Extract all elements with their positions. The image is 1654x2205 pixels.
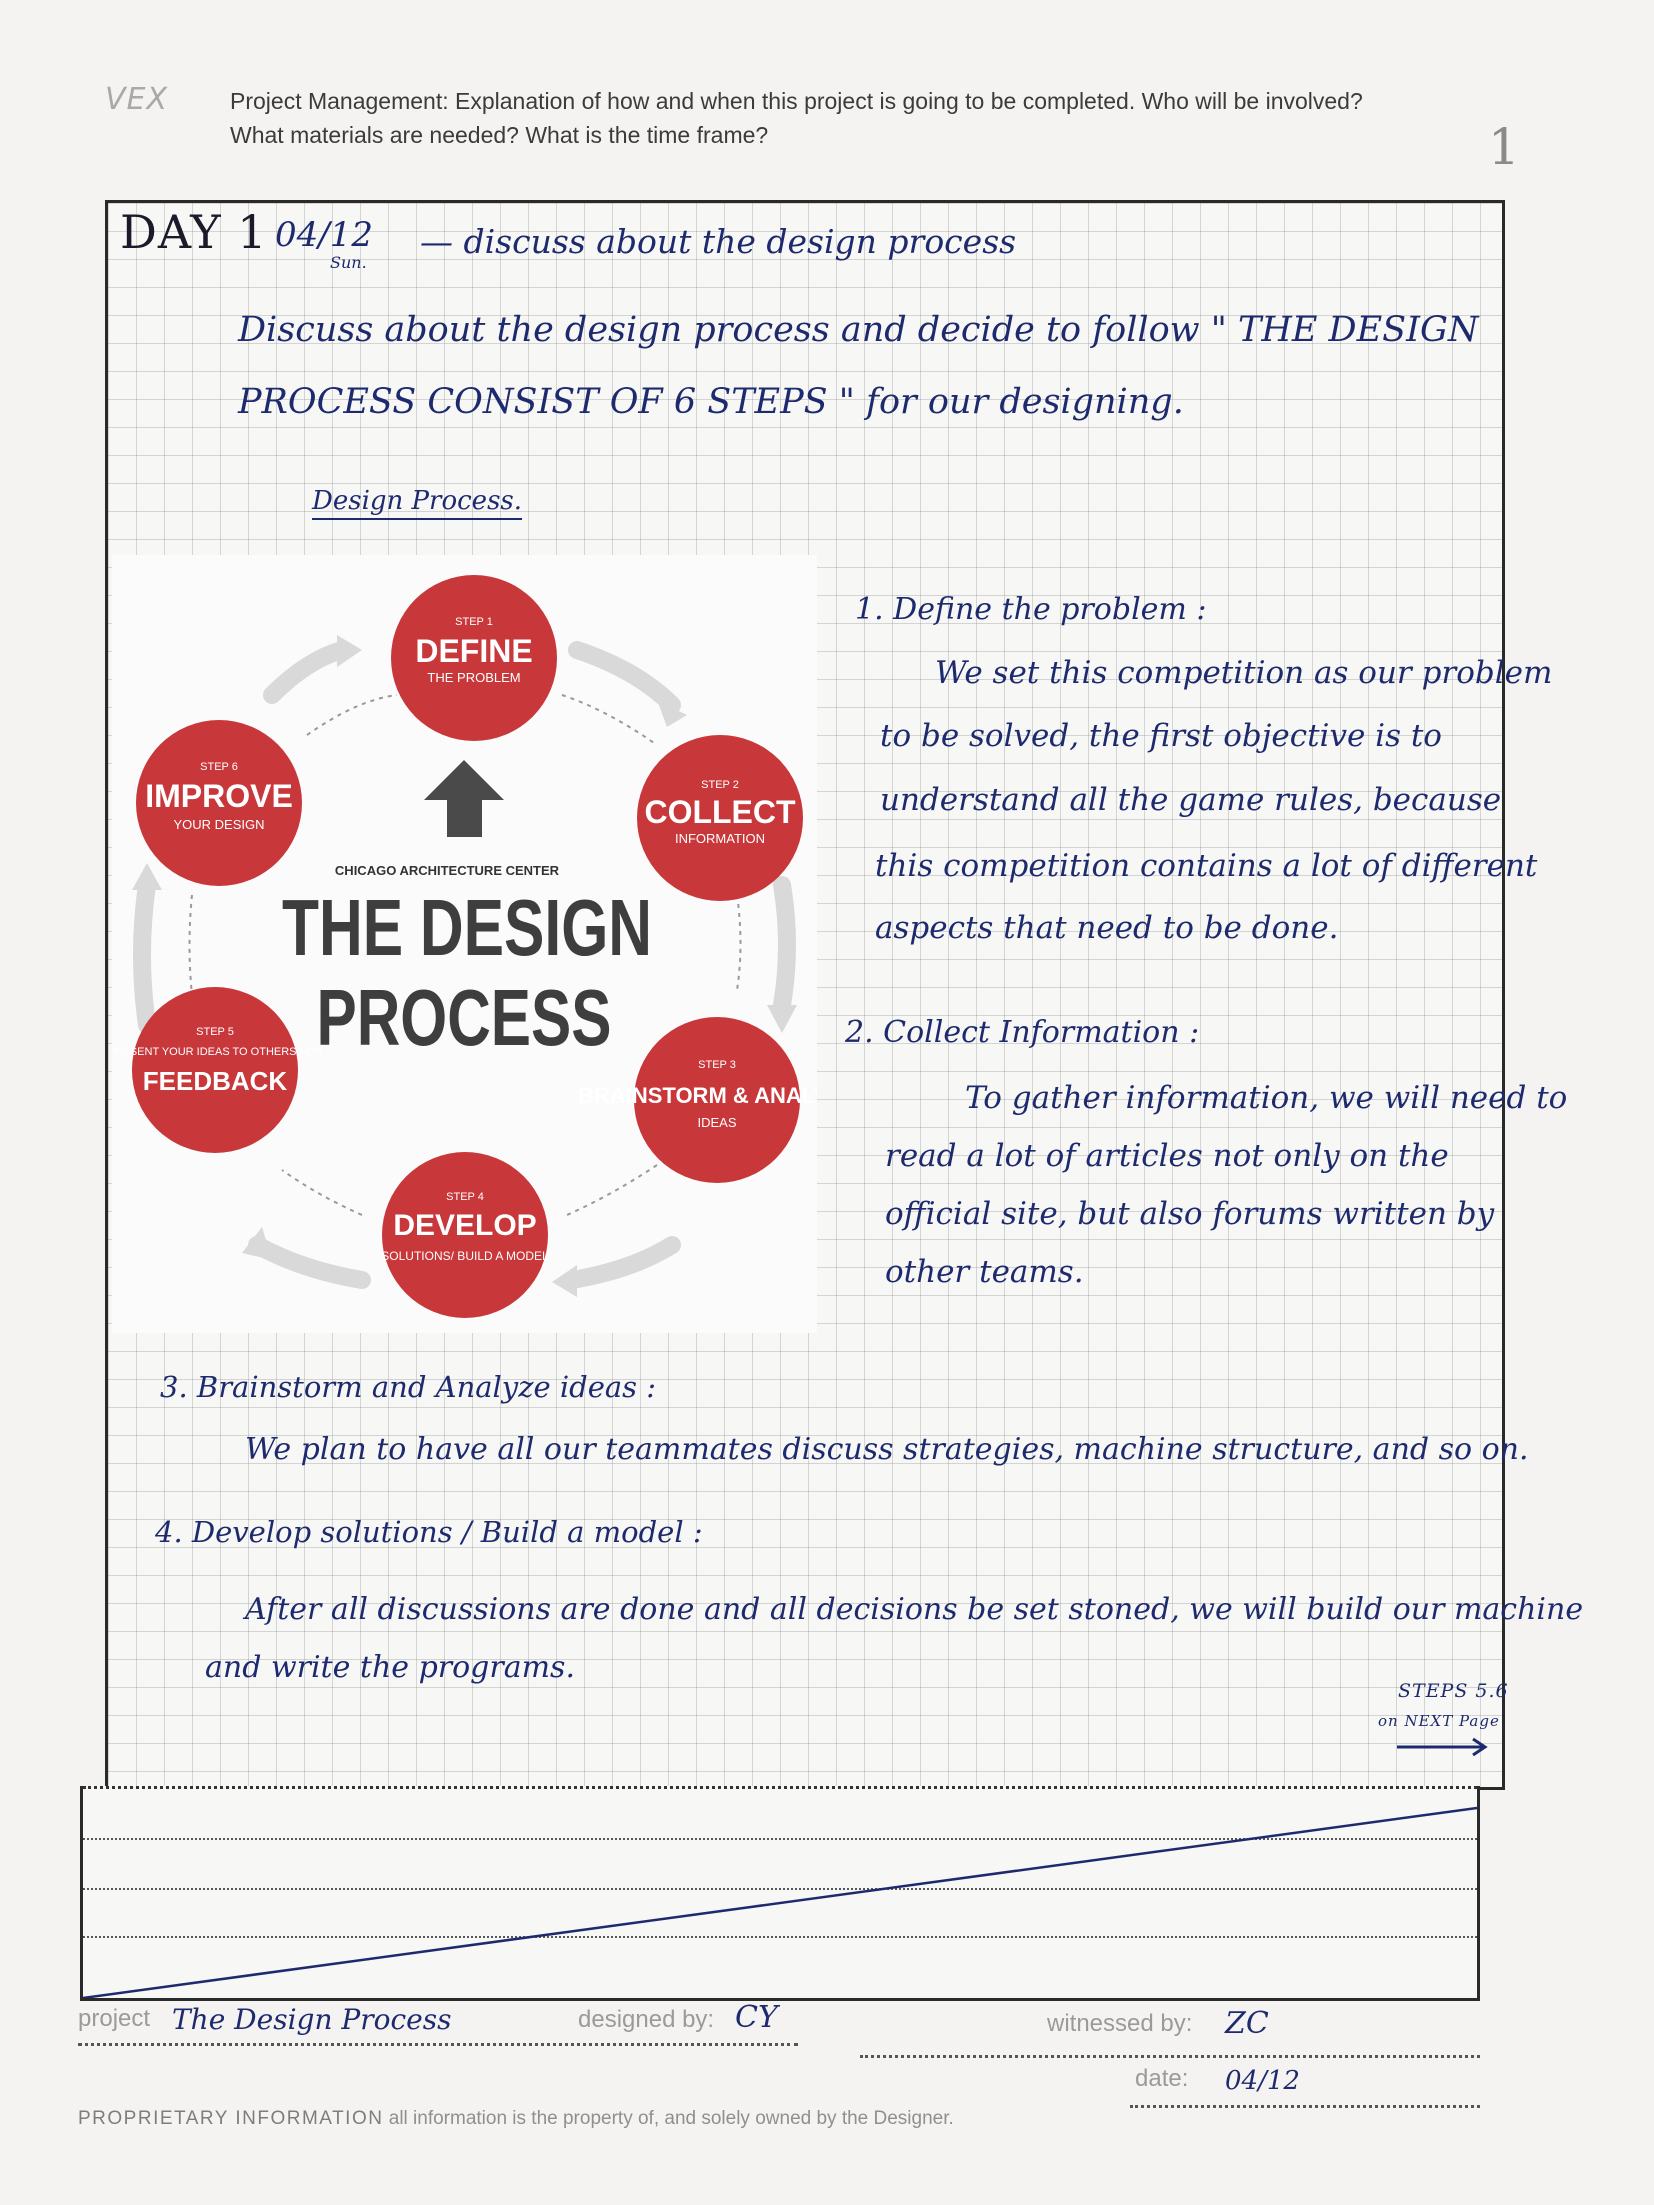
project-underline xyxy=(78,2043,798,2046)
next-page-note-1: STEPS 5.6 xyxy=(1398,1680,1509,1702)
step3-name: BRAINSTORM & ANALYZE xyxy=(578,1083,817,1108)
step6-label: STEP 6 xyxy=(200,761,238,773)
circle-step-6 xyxy=(136,720,302,886)
header-line-2: What materials are needed? What is the t… xyxy=(230,122,769,148)
lined-row-1 xyxy=(83,1786,1477,1789)
step3-label: STEP 3 xyxy=(698,1059,736,1071)
header-line-1: Project Management: Explanation of how a… xyxy=(230,88,1363,114)
step6-sub: YOUR DESIGN xyxy=(173,817,264,832)
arrowhead-6 xyxy=(132,863,162,890)
arrow-improve-define xyxy=(263,641,351,704)
arrow-develop-feedback xyxy=(248,1236,371,1289)
day-label: DAY 1 xyxy=(120,205,268,259)
witnessed-by-label: witnessed by: xyxy=(1047,2010,1193,2037)
note-step2-line-3: official site, but also forums written b… xyxy=(885,1196,1495,1232)
entry-date: 04/12 xyxy=(275,215,373,255)
dotted-link-3 xyxy=(736,894,742,991)
dotted-link-5 xyxy=(281,1169,363,1216)
figure-caption: Design Process. xyxy=(312,486,523,520)
proprietary-bold: PROPRIETARY INFORMATION xyxy=(78,2108,384,2129)
step4-name: DEVELOP xyxy=(393,1209,536,1242)
arrowhead-4 xyxy=(552,1265,577,1297)
step3-sub: IDEAS xyxy=(697,1115,736,1130)
note-step2-line-4: other teams. xyxy=(885,1254,1084,1290)
step5-sub: PRESENT YOUR IDEAS TO OTHERS FOR xyxy=(112,1046,323,1058)
step5-name: FEEDBACK xyxy=(143,1066,288,1096)
note-step2-title: 2. Collect Information : xyxy=(845,1015,1200,1050)
date-value: 04/12 xyxy=(1225,2066,1300,2096)
arrow-brainstorm-develop xyxy=(563,1236,681,1289)
entry-weekday: Sun. xyxy=(330,253,367,272)
center-up-arrow xyxy=(424,760,504,837)
arrowhead-2 xyxy=(657,700,687,727)
note-step3-title: 3. Brainstorm and Analyze ideas : xyxy=(160,1370,657,1404)
figure-title-2: PROCESS xyxy=(317,973,612,1062)
note-step3-line: We plan to have all our teammates discus… xyxy=(245,1432,1529,1467)
project-label: project xyxy=(78,2005,151,2032)
step1-sub: THE PROBLEM xyxy=(427,670,520,685)
dotted-link-6 xyxy=(188,894,193,996)
note-step2-line-2: read a lot of articles not only on the xyxy=(885,1138,1449,1174)
note-step4-line-2: and write the programs. xyxy=(205,1650,575,1685)
project-value: The Design Process xyxy=(172,2003,452,2036)
lined-row-2 xyxy=(83,1838,1477,1840)
lined-row-4 xyxy=(83,1936,1477,1938)
vex-logo: VEX xyxy=(105,82,169,117)
step4-sub: SOLUTIONS/ BUILD A MODEL xyxy=(381,1249,549,1263)
circle-step-4 xyxy=(382,1152,548,1318)
intro-line-1: Discuss about the design process and dec… xyxy=(238,310,1479,350)
witnessed-underline xyxy=(860,2055,1480,2058)
step2-sub: INFORMATION xyxy=(675,831,765,846)
step2-name: COLLECT xyxy=(644,794,796,830)
arrow-feedback-improve xyxy=(133,876,156,1034)
design-process-diagram: STEP 1 DEFINE THE PROBLEM STEP 2 COLLECT… xyxy=(107,575,856,1318)
dotted-link-2 xyxy=(561,694,658,746)
arrow-collect-brainstorm xyxy=(773,876,796,1014)
proprietary-notice: PROPRIETARY INFORMATION all information … xyxy=(78,2108,954,2130)
lined-notes-area xyxy=(80,1786,1480,2001)
witnessed-by-value: ZC xyxy=(1225,2006,1269,2041)
strike-through-line xyxy=(83,1806,1477,1998)
next-page-note-2: on NEXT Page xyxy=(1378,1712,1500,1730)
note-step4-title: 4. Develop solutions / Build a model : xyxy=(155,1515,703,1549)
lined-row-3 xyxy=(83,1888,1477,1890)
dotted-link-4 xyxy=(566,1164,658,1216)
date-underline xyxy=(1130,2105,1480,2108)
circle-step-5 xyxy=(132,987,298,1153)
note-step4-line-1: After all discussions are done and all d… xyxy=(245,1592,1584,1627)
arrow-define-collect xyxy=(568,641,681,714)
page-number: 1 xyxy=(1488,118,1520,176)
note-step1-line-5: aspects that need to be done. xyxy=(875,910,1339,946)
arrowhead-5 xyxy=(242,1227,272,1260)
circle-step-1 xyxy=(391,575,557,741)
step2-label: STEP 2 xyxy=(701,779,739,791)
figure-brand: CHICAGO ARCHITECTURE CENTER xyxy=(335,863,560,878)
step1-name: DEFINE xyxy=(415,633,532,669)
proprietary-text: all information is the property of, and … xyxy=(383,2108,954,2129)
dotted-link-1 xyxy=(306,694,398,736)
circle-step-2 xyxy=(637,735,803,901)
note-step1-line-3: understand all the game rules, because xyxy=(880,782,1502,818)
note-step1-title: 1. Define the problem : xyxy=(855,592,1207,627)
step5-label: STEP 5 xyxy=(196,1026,234,1038)
arrowhead-1 xyxy=(337,635,362,667)
next-page-arrow-icon xyxy=(1397,1737,1488,1757)
note-step1-line-4: this competition contains a lot of diffe… xyxy=(875,848,1538,884)
designed-by-label: designed by: xyxy=(578,2006,715,2033)
date-label: date: xyxy=(1135,2065,1189,2092)
arrowhead-3 xyxy=(767,1005,797,1033)
note-step2-line-1: To gather information, we will need to xyxy=(965,1080,1568,1116)
intro-line-2: PROCESS CONSIST OF 6 STEPS " for our des… xyxy=(238,382,1184,422)
note-step1-line-2: to be solved, the first objective is to xyxy=(880,718,1442,754)
design-process-figure: STEP 1 DEFINE THE PROBLEM STEP 2 COLLECT… xyxy=(107,555,856,1333)
step1-label: STEP 1 xyxy=(455,616,493,628)
designed-by-value: CY xyxy=(735,2000,778,2035)
step4-label: STEP 4 xyxy=(446,1191,484,1203)
figure-title-1: THE DESIGN xyxy=(282,883,652,972)
entry-title: — discuss about the design process xyxy=(420,222,1017,261)
note-step1-line-1: We set this competition as our problem xyxy=(935,655,1553,691)
step6-name: IMPROVE xyxy=(145,778,293,814)
circle-step-3 xyxy=(634,1017,800,1183)
